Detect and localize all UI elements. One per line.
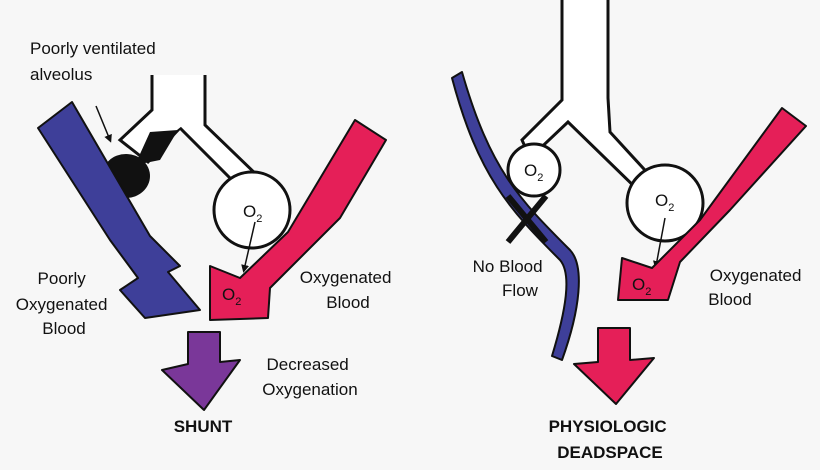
deadspace-output-arrow <box>573 327 655 405</box>
label-decreased-oxygenation: Decreased Oxygenation <box>262 355 357 399</box>
deadspace-panel: O2 O2 O2 No Blood Flow Oxygenated Blood <box>451 0 807 462</box>
deadspace-diffusion-arrow <box>652 217 666 269</box>
deadspace-x-mark <box>505 194 549 244</box>
shunt-mixed-output-arrow <box>161 331 241 411</box>
deadspace-no-flow-vessel <box>451 71 580 361</box>
shunt-title: SHUNT <box>174 417 233 436</box>
label-shunt-oxygenated-blood: Oxygenated Blood <box>300 268 396 312</box>
label-poorly-ventilated: Poorly ventilated alveolus <box>30 39 160 84</box>
label-no-blood-flow: No Blood Flow <box>473 257 548 300</box>
shunt-vessel-o2: O2 <box>222 285 241 308</box>
deadspace-alveolus-right <box>625 163 705 243</box>
shunt-collapsed-alveolus-stalk <box>135 130 178 165</box>
deadspace-alveolus-right-o2: O2 <box>655 191 674 214</box>
deadspace-oxygenated-vessel <box>617 107 807 301</box>
deadspace-alveolus-left-o2: O2 <box>524 161 543 184</box>
shunt-oxygenated-vessel <box>209 119 387 321</box>
shunt-alveolus-o2: O2 <box>243 202 262 225</box>
shunt-alveolus <box>212 170 292 250</box>
label-poorly-oxygenated-blood: Poorly Oxygenated Blood <box>16 269 112 338</box>
shunt-label-pointer <box>95 105 112 143</box>
deadspace-alveolus-left <box>506 142 562 198</box>
deadspace-title: PHYSIOLOGIC DEADSPACE <box>549 417 672 462</box>
deadspace-vessel-o2: O2 <box>632 275 651 298</box>
shunt-diffusion-arrow <box>241 221 256 273</box>
label-deadspace-oxygenated-blood: Oxygenated Blood <box>708 266 806 309</box>
shunt-panel: O2 O2 Poorly ventilated alveolus Poorly … <box>16 39 396 436</box>
shunt-deoxygenated-vessel <box>37 101 201 319</box>
